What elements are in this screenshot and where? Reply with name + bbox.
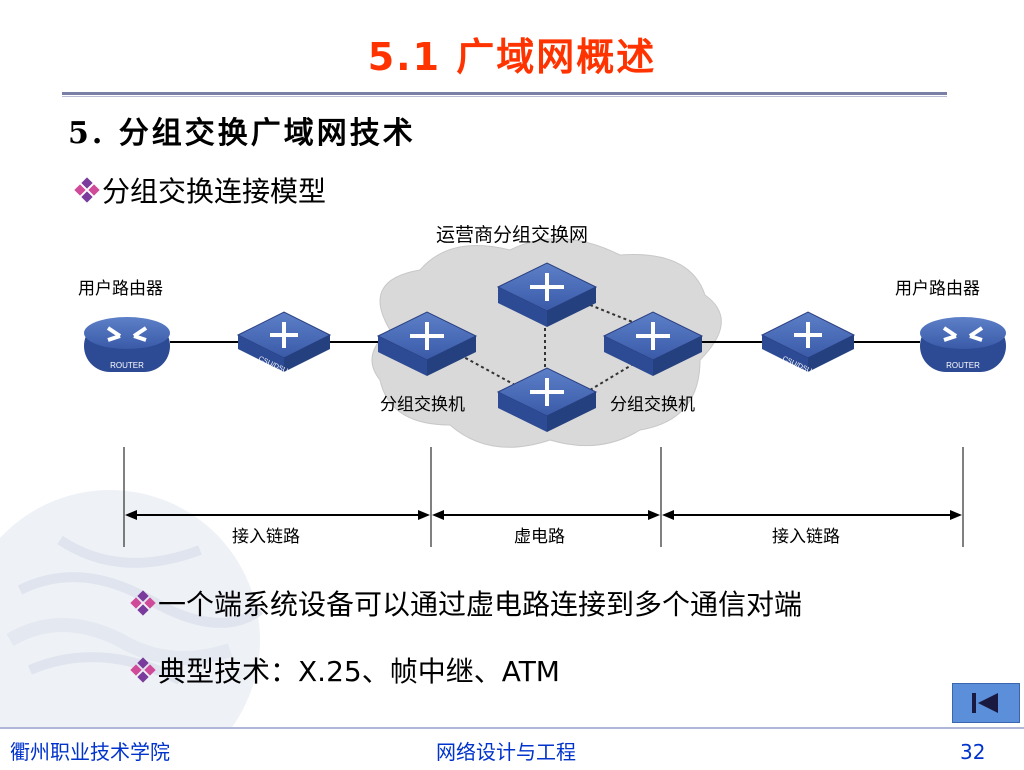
svg-text:ROUTER: ROUTER <box>110 361 144 370</box>
packet-switch-bottom-icon <box>496 367 598 432</box>
diamond-bullet-icon <box>74 177 100 203</box>
slide-title: 5.1 广域网概述 <box>367 35 657 79</box>
packet-switch-top-icon <box>496 262 598 327</box>
bullet-item: 分组交换连接模型 <box>74 170 327 210</box>
router-right-icon: ROUTER <box>920 317 1006 372</box>
title-divider <box>62 92 947 95</box>
page-number: 32 <box>960 740 986 764</box>
packet-switch-left-icon <box>376 311 478 376</box>
switch-right-label: 分组交换机 <box>610 395 695 415</box>
diamond-bullet-icon <box>130 590 156 616</box>
bullet-text: 典型技术：X.25、帧中继、ATM <box>158 655 560 688</box>
svg-text:ROUTER: ROUTER <box>946 361 980 370</box>
access-link-right-label: 接入链路 <box>772 527 840 547</box>
section-heading: 5. 分组交换广域网技术 <box>68 116 416 151</box>
title-divider-thin <box>62 96 947 97</box>
skip-back-icon <box>972 693 998 713</box>
footer-bar <box>0 727 1024 770</box>
diamond-bullet-icon <box>130 657 156 683</box>
csu-dsu-right-icon: CSU/DSU <box>760 311 856 375</box>
bullet-item: 一个端系统设备可以通过虚电路连接到多个通信对端 <box>130 583 803 623</box>
bullet-item: 典型技术：X.25、帧中继、ATM <box>130 650 560 690</box>
carrier-network-cloud <box>371 238 722 448</box>
packet-switch-right-icon <box>602 311 704 376</box>
switch-left-label: 分组交换机 <box>380 395 465 415</box>
bullet-text: 分组交换连接模型 <box>102 175 327 208</box>
access-link-left-label: 接入链路 <box>232 527 300 547</box>
network-diagram: ROUTER ROUTER CSU/DSU CSU/DSU <box>84 238 1006 547</box>
footer-course: 网络设计与工程 <box>436 740 576 764</box>
csu-dsu-left-icon: CSU/DSU <box>236 311 332 375</box>
virtual-circuit-label: 虚电路 <box>514 527 565 547</box>
router-left-icon: ROUTER <box>84 317 170 372</box>
previous-slide-button[interactable] <box>952 683 1020 723</box>
bullet-text: 一个端系统设备可以通过虚电路连接到多个通信对端 <box>158 588 803 621</box>
user-router-left-label: 用户路由器 <box>78 279 163 299</box>
cloud-label: 运营商分组交换网 <box>436 224 589 246</box>
footer-school: 衢州职业技术学院 <box>10 740 170 764</box>
user-router-right-label: 用户路由器 <box>895 279 980 299</box>
